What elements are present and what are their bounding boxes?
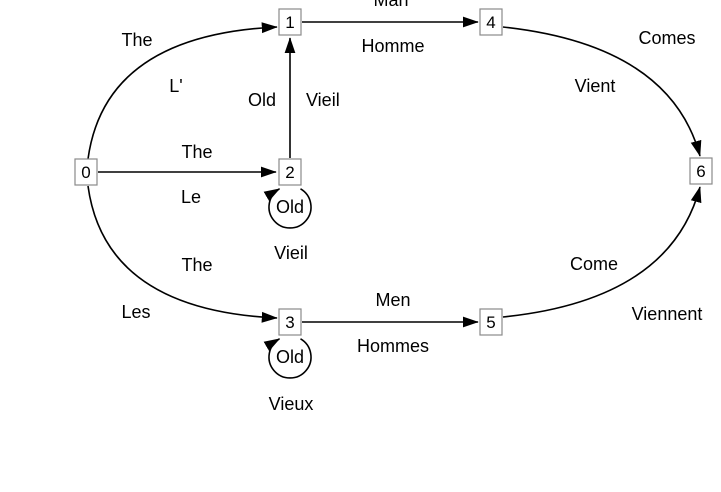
edge-0-3-label-fr: Les [121, 302, 150, 322]
node-4-label: 4 [486, 13, 495, 32]
edge-3-3-label-en: Old [276, 347, 304, 367]
edge-4-6-label-en: Comes [638, 28, 695, 48]
node-6-label: 6 [696, 162, 705, 181]
node-3-box [278, 308, 302, 336]
edge-0-2-label-fr: Le [181, 187, 201, 207]
edge-2-1-label-fr: Vieil [306, 90, 340, 110]
edge-2-2-loop [263, 188, 312, 229]
edge-1-4-label-fr: Homme [361, 36, 424, 56]
node-0-label: 0 [81, 163, 90, 182]
edge-3-5-label-fr: Hommes [357, 336, 429, 356]
edge-2-2-label-en: Old [276, 197, 304, 217]
edge-0-2-label-en: The [181, 142, 212, 162]
node-3-label: 3 [285, 313, 294, 332]
node-5-label: 5 [486, 313, 495, 332]
edge-1-4-label-en: Man [373, 0, 408, 10]
edge-0-1-label-en: The [121, 30, 152, 50]
edge-5-6-label-en: Come [570, 254, 618, 274]
node-0-box [74, 158, 98, 186]
edge-4-6-label-fr: Vient [575, 76, 616, 96]
edge-3-5-label-en: Men [375, 290, 410, 310]
node-1-box [278, 8, 302, 36]
node-6-box [689, 157, 713, 185]
edge-0-1-path [87, 22, 278, 160]
edge-0-1-label-fr: L' [169, 76, 182, 96]
edge-2-2-label-fr: Vieil [274, 243, 308, 263]
node-2-label: 2 [285, 163, 294, 182]
node-4-box [479, 8, 503, 36]
edge-5-6-label-fr: Viennent [632, 304, 703, 324]
edge-2-1-label-en: Old [248, 90, 276, 110]
edge-3-3-label-fr: Vieux [269, 394, 314, 414]
edge-0-3-label-en: The [181, 255, 212, 275]
edge-5-6-path [502, 186, 702, 318]
node-1-label: 1 [285, 13, 294, 32]
edge-4-6-path [502, 26, 702, 157]
node-2-box [278, 158, 302, 186]
node-5-box [479, 308, 503, 336]
edge-0-3-path [87, 185, 278, 323]
edge-3-3-loop [263, 338, 312, 379]
